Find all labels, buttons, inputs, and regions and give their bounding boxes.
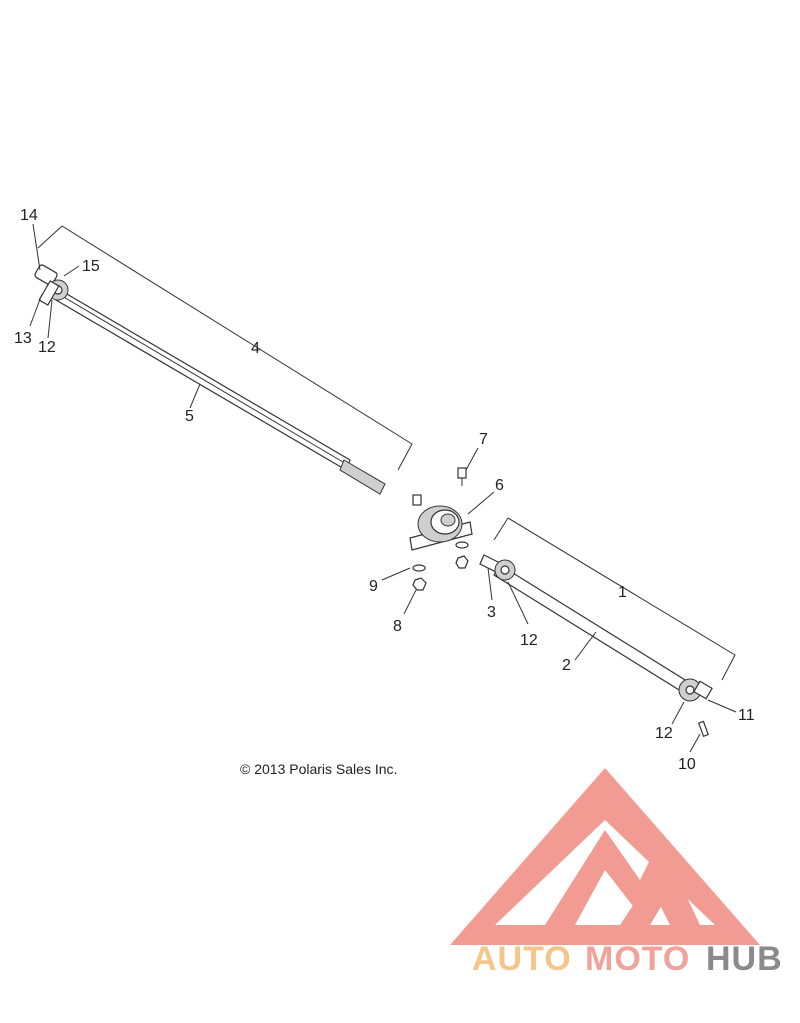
copyright-notice: © 2013 Polaris Sales Inc.	[240, 761, 397, 777]
brand-hub: HUB	[706, 940, 783, 978]
callout-12-center: 12	[520, 632, 538, 649]
washer-9	[412, 564, 426, 572]
callout-5: 5	[185, 408, 194, 425]
center-bearing	[409, 467, 473, 591]
callout-2: 2	[562, 657, 571, 674]
bolt-7	[457, 467, 467, 486]
callout-9: 9	[369, 578, 378, 595]
callout-labels: 14 15 13 12 4 5 7 6 9 1 3 8 12 2 11 12 1…	[14, 207, 755, 773]
callout-12-front: 12	[38, 339, 56, 356]
pin-10	[697, 720, 709, 738]
front-prop-shaft-assembly	[34, 225, 413, 495]
callout-1: 1	[618, 584, 627, 601]
u-joint-front	[34, 264, 69, 306]
rear-prop-shaft-assembly	[479, 517, 736, 738]
spline-end	[339, 459, 386, 495]
callout-3: 3	[487, 604, 496, 621]
watermark-brand-text: AUTO MOTO HUB	[472, 940, 783, 978]
callout-15: 15	[82, 258, 100, 275]
watermark-logo	[450, 768, 760, 945]
callout-10: 10	[678, 756, 696, 773]
callout-13: 13	[14, 330, 32, 347]
callout-7: 7	[479, 431, 488, 448]
nut-8	[412, 577, 427, 591]
nut-right	[455, 555, 469, 569]
shaft-tube-5	[55, 289, 351, 471]
brand-moto: MOTO	[585, 940, 690, 978]
shaft-tube-2	[493, 564, 691, 694]
bolt-left	[412, 494, 422, 506]
washer-right	[455, 541, 469, 549]
callout-11: 11	[738, 707, 755, 724]
logo-g-stroke	[620, 880, 665, 925]
u-joint-rear	[678, 678, 713, 702]
u-joint-center	[494, 559, 516, 581]
callout-8: 8	[393, 618, 402, 635]
callout-14: 14	[20, 207, 38, 224]
brand-auto: AUTO	[472, 940, 572, 978]
callout-4: 4	[251, 340, 260, 357]
leader-lines	[29, 223, 737, 753]
callout-12-rear: 12	[655, 725, 673, 742]
callout-6: 6	[495, 477, 504, 494]
